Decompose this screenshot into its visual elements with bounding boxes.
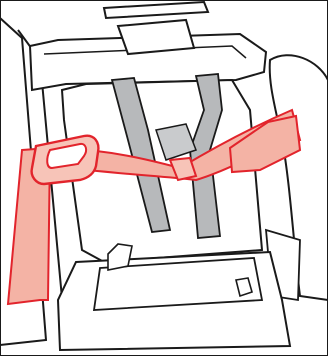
headrest-block: [118, 20, 194, 54]
